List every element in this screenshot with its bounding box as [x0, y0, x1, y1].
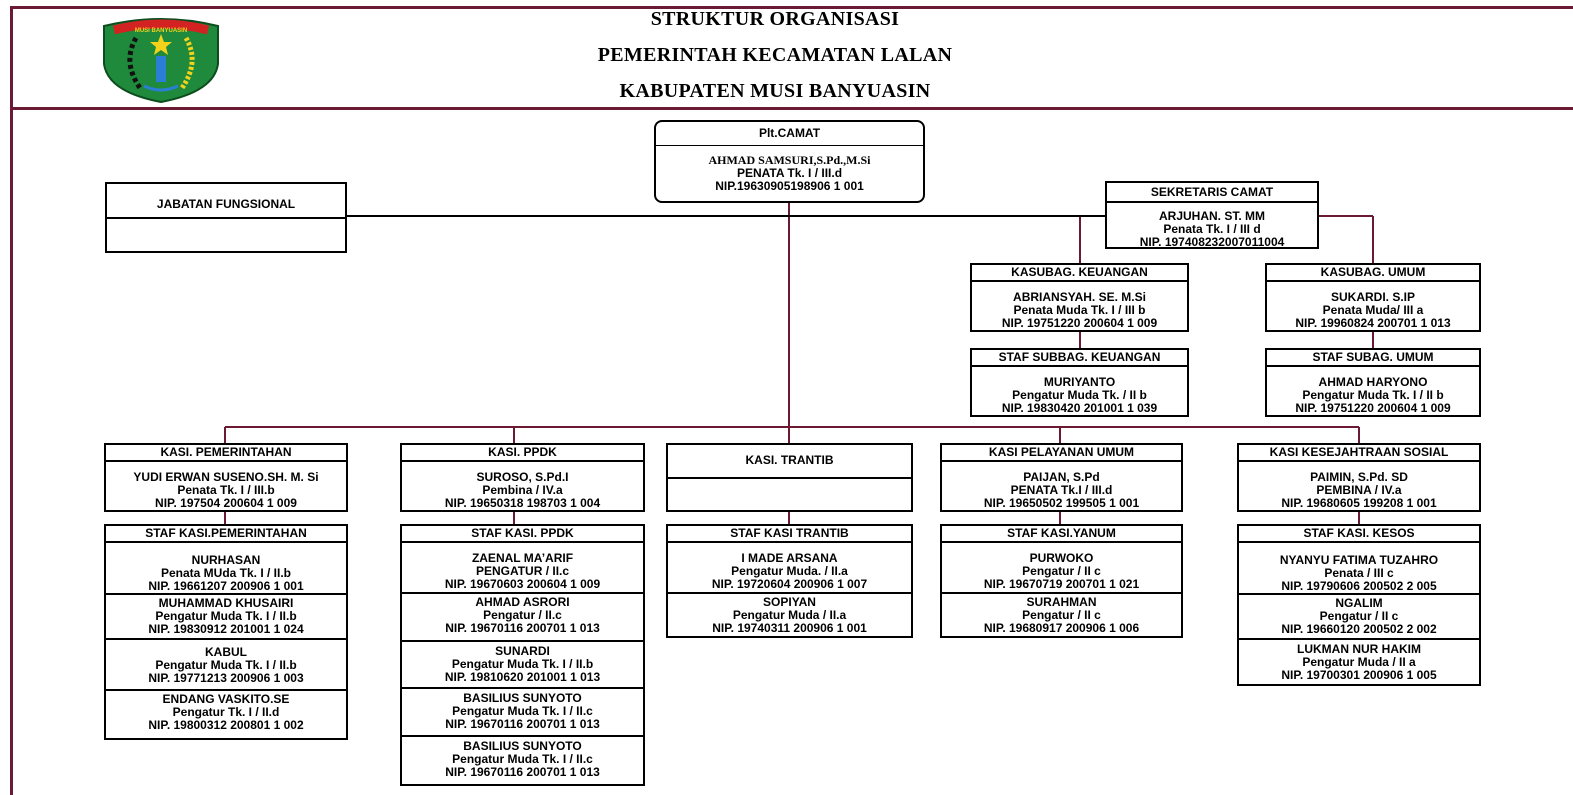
staff-entry: NYANYU FATIMA TUZAHRO Penata / III c NIP…	[1279, 553, 1439, 593]
staf-keuangan-rank: Pengatur Muda Tk. / II b	[1012, 388, 1147, 402]
staff-entry: ZAENAL MA’ARIF PENGATUR / II.c NIP. 1967…	[444, 551, 601, 591]
staf-kesos-title: STAF KASI. KESOS	[1239, 526, 1479, 543]
sekretaris-box: SEKRETARIS CAMAT ARJUHAN. ST. MM Penata …	[1105, 181, 1319, 249]
header-divider	[10, 107, 1573, 110]
staff-entry: SOPIYAN Pengatur Muda / II.a NIP. 197403…	[712, 595, 867, 635]
staff-entry: BASILIUS SUNYOTO Pengatur Muda Tk. I / I…	[445, 739, 600, 779]
staff-entry: I MADE ARSANA Pengatur Muda. / II.a NIP.…	[711, 551, 868, 591]
kasi-kesos-rank: PEMBINA / IV.a	[1316, 483, 1402, 497]
camat-title: Plt.CAMAT	[656, 122, 923, 146]
kasubag-umum-name: SUKARDI. S.IP	[1330, 290, 1415, 304]
kasi-kesos-name: PAIMIN, S.Pd. SD	[1310, 470, 1408, 484]
jabatan-fungsional-box: JABATAN FUNGSIONAL	[105, 182, 347, 253]
jabatan-fungsional-title: JABATAN FUNGSIONAL	[107, 184, 345, 219]
staf-keuangan-box: STAF SUBBAG. KEUANGAN MURIYANTO Pengatur…	[970, 348, 1189, 417]
staf-trantib-box: STAF KASI TRANTIB I MADE ARSANA Pengatur…	[666, 524, 913, 638]
kasi-pelayanan-umum-name: PAIJAN, S.Pd	[1023, 470, 1100, 484]
staf-keuangan-name: MURIYANTO	[1043, 375, 1116, 389]
kasubag-keuangan-nip: NIP. 19751220 200604 1 009	[1001, 316, 1158, 330]
kasi-ppdk-name: SUROSO, S.Pd.I	[476, 470, 569, 484]
kasi-kesos-box: KASI KESEJAHTRAAN SOSIAL PAIMIN, S.Pd. S…	[1237, 443, 1481, 512]
kasi-pemerintahan-box: KASI. PEMERINTAHAN YUDI ERWAN SUSENO.SH.…	[104, 443, 348, 512]
staff-entry: AHMAD ASRORI Pengatur / II.c NIP. 196701…	[445, 595, 600, 635]
kasubag-keuangan-rank: Penata Muda Tk. I / III b	[1013, 303, 1146, 317]
staff-entry: SUNARDI Pengatur Muda Tk. I / II.b NIP. …	[444, 644, 601, 684]
staff-entry: SURAHMAN Pengatur / II c NIP. 19680917 2…	[983, 595, 1140, 635]
kasubag-umum-title: KASUBAG. UMUM	[1267, 265, 1479, 282]
sekretaris-rank: Penata Tk. I / III d	[1163, 222, 1261, 236]
kasi-ppdk-box: KASI. PPDK SUROSO, S.Pd.I Pembina / IV.a…	[400, 443, 645, 512]
kasubag-umum-rank: Penata Muda/ III a	[1322, 303, 1424, 317]
kasi-pemerintahan-name: YUDI ERWAN SUSENO.SH. M. Si	[133, 470, 319, 484]
staf-umum-name: AHMAD HARYONO	[1318, 375, 1428, 389]
staf-kesos-box: STAF KASI. KESOS NYANYU FATIMA TUZAHRO P…	[1237, 524, 1481, 686]
kasi-pemerintahan-rank: Penata Tk. I / III.b	[177, 483, 275, 497]
staf-umum-rank: Pengatur Muda Tk. I / II b	[1302, 388, 1444, 402]
staff-entry: NURHASAN Penata MUda Tk. I / II.b NIP. 1…	[148, 553, 304, 593]
staff-entry: ENDANG VASKITO.SE Pengatur Tk. I / II.d …	[148, 692, 304, 732]
staf-ppdk-title: STAF KASI. PPDK	[402, 526, 643, 543]
logo-text: MUSI BANYUASIN	[135, 28, 187, 34]
camat-nip: NIP.19630905198906 1 001	[715, 179, 864, 193]
sekretaris-nip: NIP. 197408232007011004	[1139, 235, 1285, 249]
staf-trantib-title: STAF KASI TRANTIB	[668, 526, 911, 543]
staf-umum-title: STAF SUBAG. UMUM	[1267, 350, 1479, 367]
regency-emblem-logo: MUSI BANYUASIN	[103, 18, 219, 104]
staff-entry: MUHAMMAD KHUSAIRI Pengatur Muda Tk. I / …	[148, 596, 304, 636]
kasi-trantib-box: KASI. TRANTIB	[666, 443, 913, 512]
kasi-pemerintahan-nip: NIP. 197504 200604 1 009	[155, 496, 297, 510]
kasubag-keuangan-title: KASUBAG. KEUANGAN	[972, 265, 1187, 282]
staf-pemerintahan-box: STAF KASI.PEMERINTAHAN NURHASAN Penata M…	[104, 524, 348, 740]
staf-umum-box: STAF SUBAG. UMUM AHMAD HARYONO Pengatur …	[1265, 348, 1481, 417]
staf-yanum-title: STAF KASI.YANUM	[942, 526, 1181, 543]
staf-umum-nip: NIP. 19751220 200604 1 009	[1295, 401, 1451, 415]
staff-entry: PURWOKO Pengatur / II c NIP. 19670719 20…	[983, 551, 1140, 591]
kasi-kesos-nip: NIP. 19680605 199208 1 001	[1281, 496, 1437, 510]
camat-name: AHMAD SAMSURI,S.Pd.,M.Si	[708, 153, 871, 167]
kasi-pemerintahan-title: KASI. PEMERINTAHAN	[106, 445, 346, 462]
kasi-trantib-title: KASI. TRANTIB	[668, 445, 911, 479]
staff-entry: NGALIM Pengatur / II c NIP. 19660120 200…	[1281, 596, 1437, 636]
kasi-pelayanan-umum-rank: PENATA Tk.I / III.d	[1010, 483, 1113, 497]
staf-pemerintahan-title: STAF KASI.PEMERINTAHAN	[106, 526, 346, 543]
staf-yanum-box: STAF KASI.YANUM PURWOKO Pengatur / II c …	[940, 524, 1183, 638]
kasi-pelayanan-umum-title: KASI PELAYANAN UMUM	[942, 445, 1181, 462]
sekretaris-title: SEKRETARIS CAMAT	[1107, 183, 1317, 203]
kasubag-umum-box: KASUBAG. UMUM SUKARDI. S.IP Penata Muda/…	[1265, 263, 1481, 332]
kasi-ppdk-title: KASI. PPDK	[402, 445, 643, 462]
title-line-3: KABUPATEN MUSI BANYUASIN	[619, 80, 931, 102]
staf-keuangan-nip: NIP. 19830420 201001 1 039	[1001, 401, 1158, 415]
kasi-ppdk-rank: Pembina / IV.a	[482, 483, 563, 497]
kasi-ppdk-nip: NIP. 19650318 198703 1 004	[444, 496, 601, 510]
kasi-pelayanan-umum-box: KASI PELAYANAN UMUM PAIJAN, S.Pd PENATA …	[940, 443, 1183, 512]
staf-ppdk-box: STAF KASI. PPDK ZAENAL MA’ARIF PENGATUR …	[400, 524, 645, 786]
page-frame	[10, 6, 1573, 795]
kasi-kesos-title: KASI KESEJAHTRAAN SOSIAL	[1239, 445, 1479, 462]
kasi-pelayanan-umum-nip: NIP. 19650502 199505 1 001	[983, 496, 1140, 510]
title-line-1: STRUKTUR ORGANISASI	[650, 8, 900, 30]
camat-rank: PENATA Tk. I / III.d	[736, 166, 843, 180]
staff-entry: BASILIUS SUNYOTO Pengatur Muda Tk. I / I…	[445, 691, 600, 731]
staf-keuangan-title: STAF SUBBAG. KEUANGAN	[972, 350, 1187, 367]
kasubag-umum-nip: NIP. 19960824 200701 1 013	[1295, 316, 1451, 330]
title-line-2: PEMERINTAH KECAMATAN LALAN	[597, 44, 953, 66]
sekretaris-name: ARJUHAN. ST. MM	[1158, 209, 1265, 223]
camat-box: Plt.CAMAT AHMAD SAMSURI,S.Pd.,M.Si PENAT…	[654, 120, 925, 203]
staff-entry: KABUL Pengatur Muda Tk. I / II.b NIP. 19…	[148, 645, 304, 685]
kasubag-keuangan-name: ABRIANSYAH. SE. M.Si	[1013, 290, 1146, 304]
kasubag-keuangan-box: KASUBAG. KEUANGAN ABRIANSYAH. SE. M.Si P…	[970, 263, 1189, 332]
staff-entry: LUKMAN NUR HAKIM Pengatur Muda / II a NI…	[1281, 642, 1437, 682]
